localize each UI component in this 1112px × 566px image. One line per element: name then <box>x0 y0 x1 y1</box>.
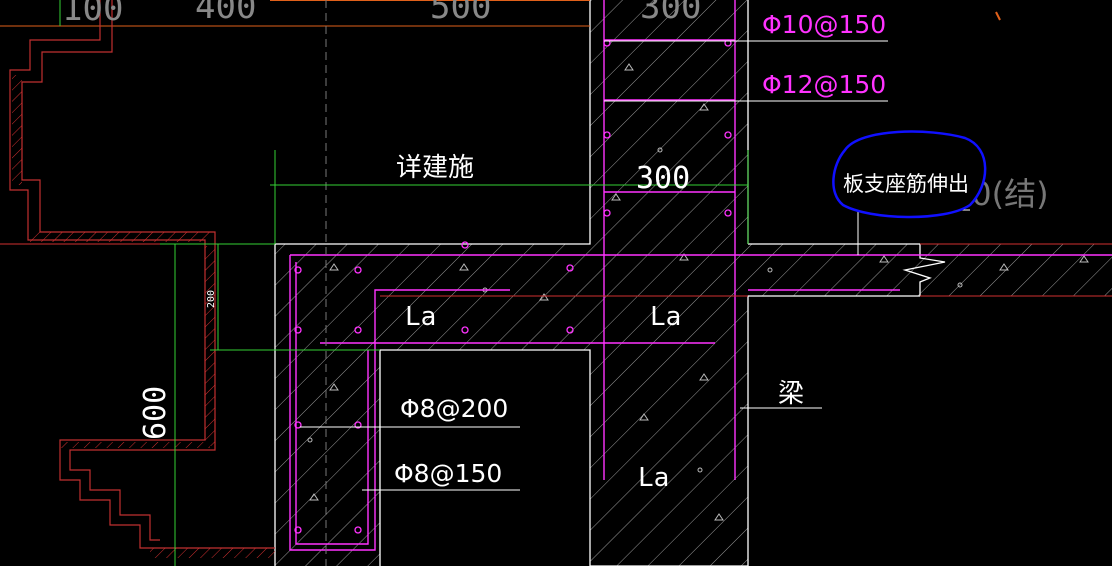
rebar-spec-top-2: Φ12@150 <box>762 70 886 99</box>
la-label-ledge: La <box>405 302 436 332</box>
dim-left-600: 600 <box>138 386 173 440</box>
la-label-column-bottom: La <box>638 463 669 493</box>
dim-mid-300: 300 <box>636 161 690 196</box>
dim-top-500: 500 <box>430 0 491 27</box>
beam-label: 梁 <box>778 379 804 409</box>
rebar-spec-left-2: Φ8@150 <box>394 459 502 488</box>
left-ledge-concrete <box>275 244 590 566</box>
rebar-spec-top-1: Φ10@150 <box>762 10 886 39</box>
architectural-outline <box>9 0 275 558</box>
dim-top-100: 100 <box>62 0 123 29</box>
dim-small-200: 200 <box>206 290 217 308</box>
tick-mark <box>995 11 1001 21</box>
dim-top-300: 300 <box>640 0 701 27</box>
handwritten-note: 板支座筋伸出 <box>843 172 969 196</box>
slab-concrete <box>748 244 1112 296</box>
la-label-column-top: La <box>650 302 681 332</box>
dim-top-400: 400 <box>195 0 256 27</box>
concrete-section <box>275 0 1112 566</box>
architect-reference-label: 详建施 <box>396 153 474 183</box>
markup-circle <box>832 130 987 219</box>
rebar-spec-left-1: Φ8@200 <box>400 394 508 423</box>
rebar-dots <box>294 39 732 534</box>
column-concrete <box>590 0 748 566</box>
dimension-lines <box>59 0 749 566</box>
rebar <box>289 0 1112 551</box>
aggregate-marks <box>307 63 1089 521</box>
